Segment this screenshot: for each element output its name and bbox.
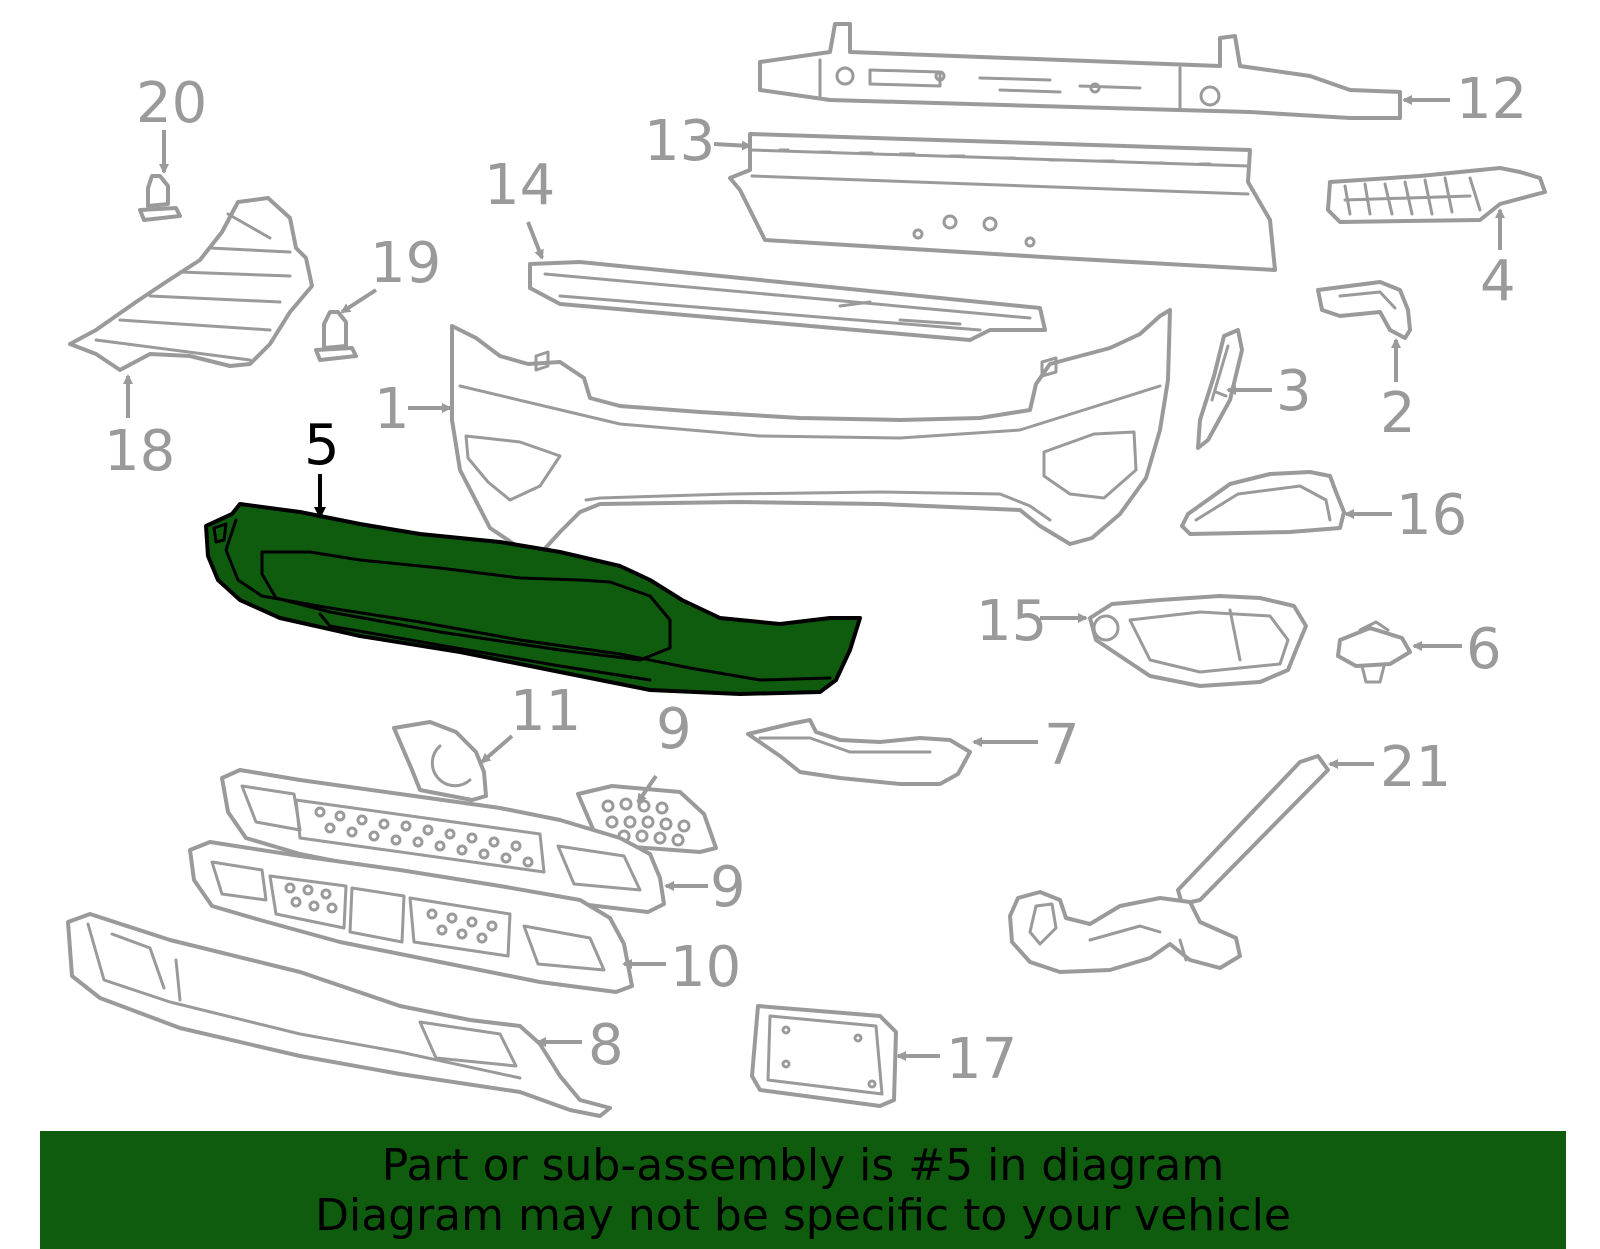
label-13: 13	[644, 109, 715, 174]
part-14-upper-bracket[interactable]	[528, 260, 1047, 342]
part-19-bolt[interactable]	[314, 310, 358, 362]
part-5-lower-fascia[interactable]	[204, 502, 862, 696]
label-5: 5	[304, 413, 340, 478]
label-20: 20	[136, 71, 207, 136]
label-1: 1	[374, 377, 410, 442]
part-16-fog-lamp-bezel[interactable]	[1180, 470, 1346, 536]
label-21: 21	[1380, 735, 1451, 800]
callout-lines	[123, 95, 1505, 1061]
part-1-bumper-cover[interactable]	[450, 308, 1172, 556]
part-6-clip[interactable]	[1336, 620, 1412, 684]
label-4: 4	[1480, 249, 1516, 314]
part-2-small-bracket[interactable]	[1316, 280, 1412, 340]
part-9-grille[interactable]	[220, 768, 666, 914]
part-8-lower-valance[interactable]	[66, 912, 612, 1118]
banner-line-1: Part or sub-assembly is #5 in diagram	[381, 1140, 1225, 1191]
part-3-side-bracket[interactable]	[1196, 328, 1244, 450]
part-numbers: 12 13 4 2 3 14 1 19 20 18 5 16 15 6 7 21…	[104, 67, 1527, 1092]
label-12: 12	[1456, 67, 1527, 132]
part-21-tow-hook[interactable]	[1008, 754, 1330, 974]
label-19: 19	[370, 231, 441, 296]
part-4-side-bracket[interactable]	[1326, 166, 1547, 224]
info-banner: Part or sub-assembly is #5 in diagram Di…	[40, 1131, 1566, 1249]
part-10-lower-grille[interactable]	[188, 840, 634, 994]
part-12-reinforcement-beam[interactable]	[758, 22, 1402, 120]
label-10: 10	[670, 935, 741, 1000]
part-7-skid-strip[interactable]	[746, 718, 972, 786]
banner-line-2: Diagram may not be specific to your vehi…	[315, 1190, 1291, 1241]
label-8: 8	[588, 1013, 624, 1078]
label-6: 6	[1466, 617, 1502, 682]
label-14: 14	[484, 153, 555, 218]
label-9-left: 9	[710, 855, 746, 920]
label-7: 7	[1044, 713, 1080, 778]
label-18: 18	[104, 419, 175, 484]
label-3: 3	[1276, 359, 1312, 424]
label-15: 15	[976, 589, 1047, 654]
part-20-bolt[interactable]	[138, 174, 182, 222]
part-13-energy-absorber[interactable]	[728, 132, 1277, 272]
part-17-license-bracket[interactable]	[750, 1004, 898, 1108]
label-17: 17	[946, 1027, 1017, 1092]
label-16: 16	[1396, 483, 1467, 548]
part-11-bezel[interactable]	[392, 720, 488, 802]
part-15-fog-lamp[interactable]	[1088, 594, 1308, 688]
label-2: 2	[1380, 381, 1416, 446]
part-18-under-shield[interactable]	[68, 196, 314, 372]
label-11: 11	[510, 679, 581, 744]
label-9-right: 9	[656, 697, 692, 762]
